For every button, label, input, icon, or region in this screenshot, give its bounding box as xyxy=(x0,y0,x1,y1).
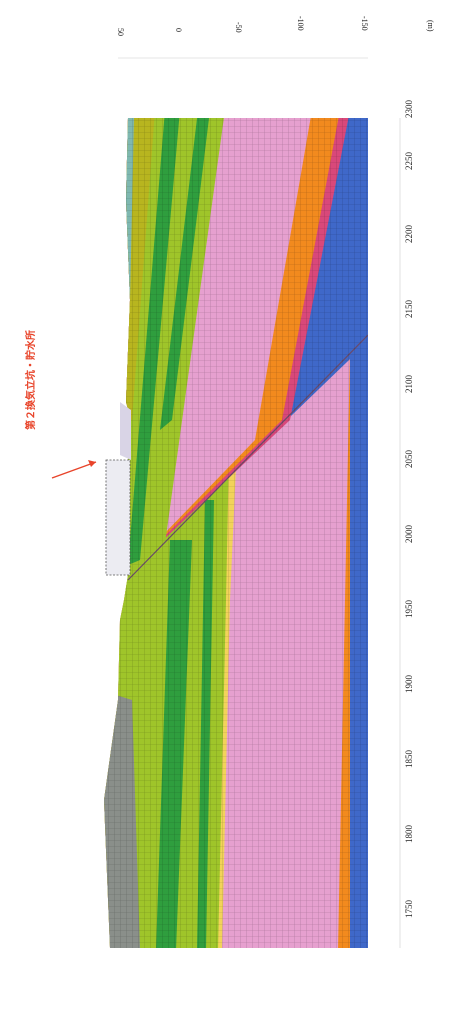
surface-structure-wedge xyxy=(120,402,131,460)
distance-tick-label: 1800 xyxy=(404,825,414,844)
distance-tick-label: 2000 xyxy=(404,525,414,544)
elevation-tick-label: -100 xyxy=(296,16,305,31)
distance-tick-label: 1900 xyxy=(404,675,414,694)
annotation-arrow xyxy=(51,461,97,479)
distance-tick-label: 1750 xyxy=(404,900,414,919)
distance-tick-label: 2200 xyxy=(404,225,414,244)
finite-element-mesh xyxy=(104,118,368,948)
elevation-unit-label: (m) xyxy=(426,20,435,32)
elevation-tick-label: 50 xyxy=(116,28,125,36)
distance-tick-label: 1950 xyxy=(404,600,414,619)
elevation-tick-label: 0 xyxy=(174,28,183,32)
distance-tick-label: 1850 xyxy=(404,750,414,769)
distance-tick-label: 2300 xyxy=(404,100,414,119)
distance-tick-label: 2250 xyxy=(404,152,414,171)
elevation-tick-label: -50 xyxy=(234,22,243,33)
annotation-label: 第２換気立坑・貯水所 xyxy=(24,330,37,430)
elevation-tick-label: -150 xyxy=(360,16,369,31)
shaft-structure xyxy=(105,459,131,576)
distance-tick-label: 2150 xyxy=(404,300,414,319)
distance-axis: 1750 1800 1850 1900 1950 2000 2050 2100 … xyxy=(399,100,414,948)
distance-tick-label: 2100 xyxy=(404,375,414,394)
cross-section-body xyxy=(104,118,368,948)
distance-tick-label: 2050 xyxy=(404,450,414,469)
elevation-axis: 50 0 -50 -100 -150 (m) xyxy=(116,16,435,59)
annotation-arrowhead xyxy=(88,460,96,467)
